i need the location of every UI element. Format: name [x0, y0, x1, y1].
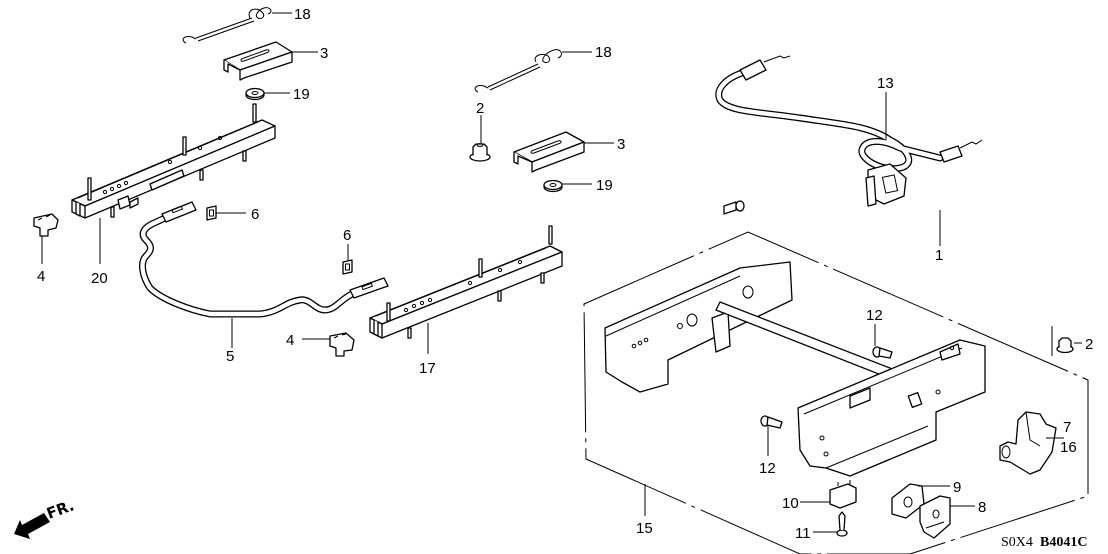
cushion-stopper-part-10	[829, 480, 857, 509]
callout-10: 10	[782, 495, 799, 512]
diagram-code-prefix: S0X4	[1001, 535, 1033, 550]
slide-bracket-part-3-left	[223, 41, 293, 81]
callout-5: 5	[226, 348, 234, 365]
callout-18-right: 18	[595, 44, 612, 61]
callout-16: 16	[1060, 439, 1077, 456]
clip-part-6-lower	[342, 259, 353, 275]
callout-4-left: 4	[37, 268, 45, 285]
tapping-screw-part-11	[836, 511, 848, 537]
front-direction-indicator: FR.	[14, 496, 76, 539]
spring-hook-part-18-right	[474, 49, 562, 93]
slide-lock-rod-part-5	[139, 201, 389, 318]
callout-1: 1	[935, 247, 943, 264]
cable-assembly-part-13	[715, 55, 983, 207]
striker-plate-part-8	[919, 495, 951, 539]
latch-assembly-part-7-16	[999, 411, 1057, 475]
callout-6-lower: 6	[343, 227, 351, 244]
seat-frame-boundary	[583, 231, 1089, 554]
callout-20: 20	[91, 270, 108, 287]
callout-6-upper: 6	[251, 206, 259, 223]
callout-2-lower: 2	[1085, 336, 1093, 353]
callout-3-left: 3	[320, 45, 328, 62]
callout-12-upper: 12	[866, 307, 883, 324]
rail-end-cap-part-4-right	[329, 332, 355, 357]
leader-lines	[41, 12, 1082, 533]
flange-nut-part-2-lower	[1056, 337, 1074, 354]
callout-19-left: 19	[293, 86, 310, 103]
seat-frame-part-15	[604, 261, 986, 477]
callout-15: 15	[636, 520, 653, 537]
rail-end-cap-part-4-left	[33, 213, 59, 237]
flange-nut-part-2-upper	[469, 143, 491, 162]
callout-9: 9	[953, 479, 961, 496]
front-arrow-icon	[14, 513, 50, 539]
callout-18-left: 18	[294, 6, 311, 23]
callout-2-upper: 2	[476, 100, 484, 117]
plate-part-9	[891, 483, 925, 519]
callout-8: 8	[978, 499, 986, 516]
diagram-code-number: B4041C	[1040, 535, 1087, 550]
callout-13: 13	[877, 75, 894, 92]
callout-4-right: 4	[286, 332, 294, 349]
bolt-part-12-lower	[760, 415, 783, 429]
slide-bracket-part-3-right	[513, 131, 585, 173]
seat-rail-part-17-right	[369, 225, 563, 339]
callout-3-right: 3	[617, 136, 625, 153]
callout-17: 17	[419, 360, 436, 377]
clip-part-6-upper	[206, 205, 217, 221]
diagram-code: S0X4 B4041C	[1001, 535, 1087, 550]
callout-labels: 18 3 19 18 2 3 19 13 1 4 20 6 6 5 4 17 1…	[37, 6, 1093, 542]
callout-19-right: 19	[596, 177, 613, 194]
front-label: FR.	[44, 496, 76, 522]
screw-part-1	[723, 200, 745, 215]
callout-11: 11	[795, 525, 811, 542]
washer-part-19-right	[543, 179, 563, 193]
spring-hook-part-18-left	[182, 7, 272, 44]
bolt-part-12-upper	[872, 346, 893, 359]
washer-part-19-left	[245, 87, 265, 101]
callout-12-lower: 12	[759, 460, 776, 477]
callout-7: 7	[1063, 419, 1071, 436]
seat-rail-part-20-left	[71, 103, 276, 219]
